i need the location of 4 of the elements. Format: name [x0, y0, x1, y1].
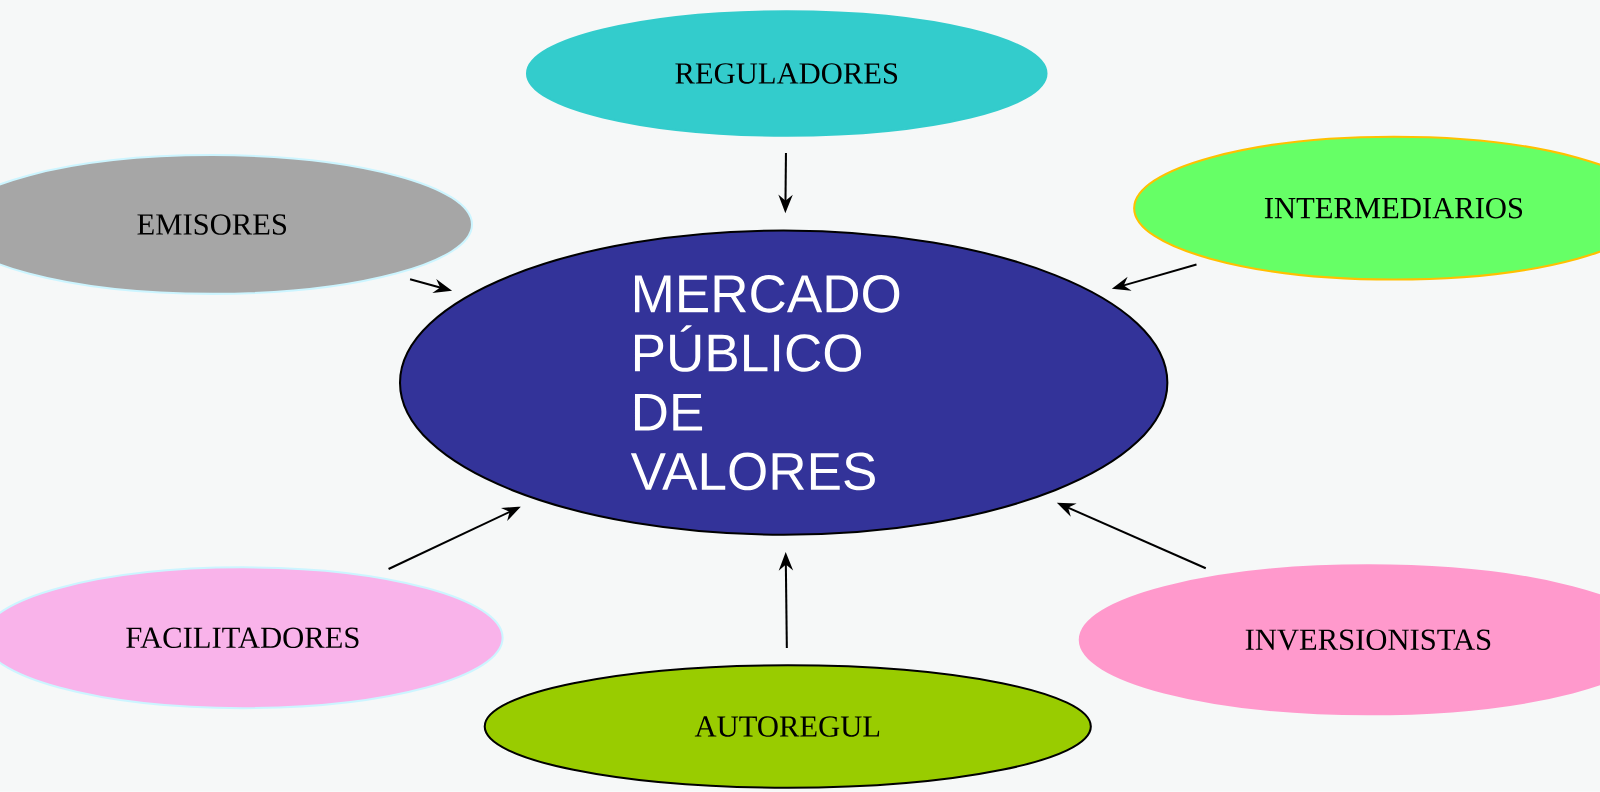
ellipse-node: AUTOREGUL [483, 664, 1092, 789]
ellipse-node: REGULADORES [525, 10, 1048, 137]
ellipse-node: INTERMEDIARIOS [1133, 135, 1600, 281]
ellipse-node: INVERSIONISTAS [1078, 564, 1600, 716]
